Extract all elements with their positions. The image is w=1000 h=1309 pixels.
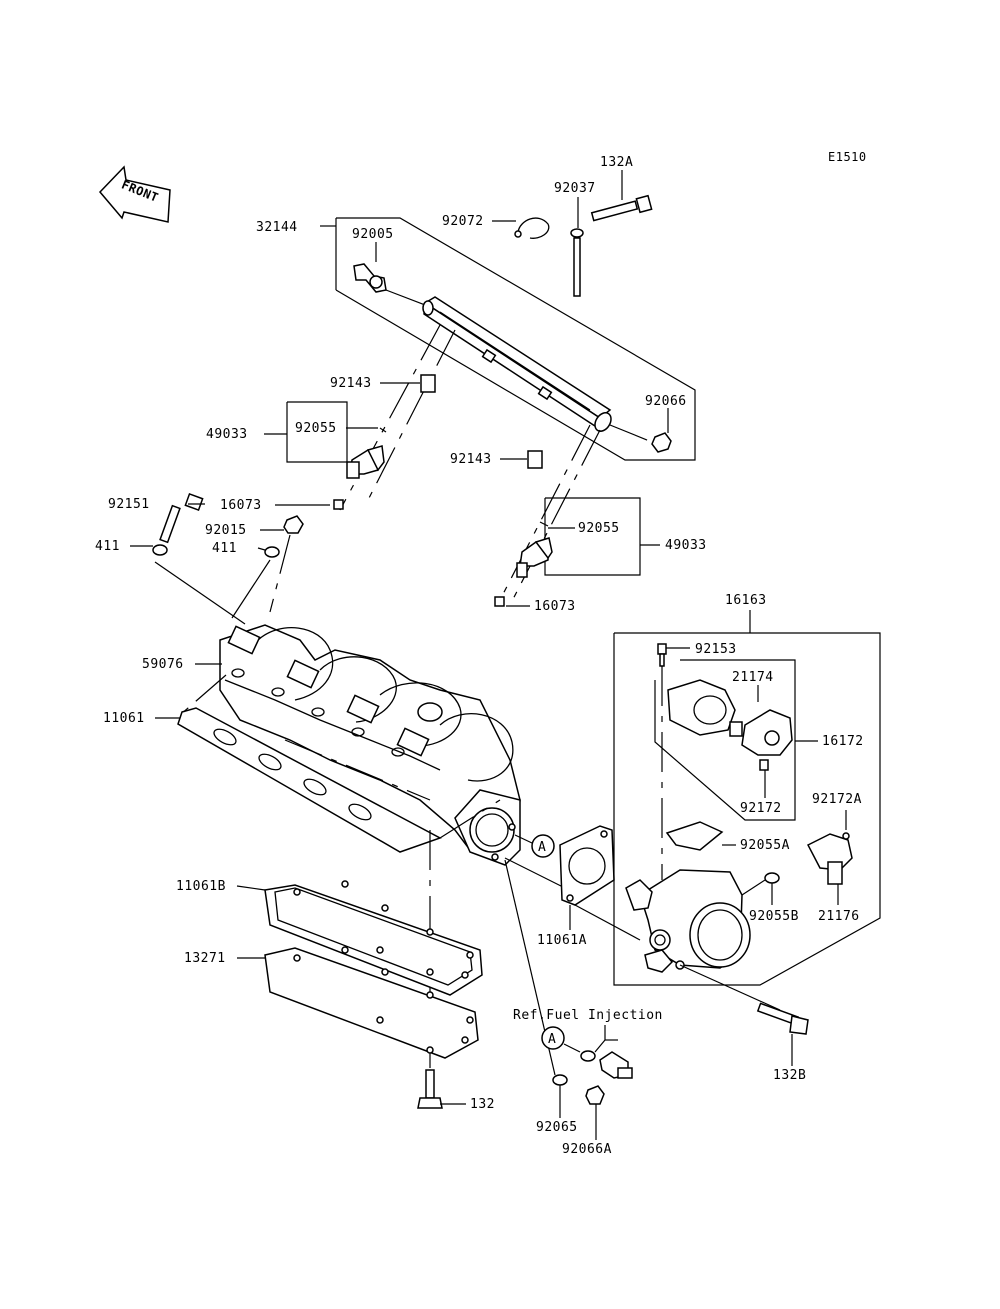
reference-note: Ref.Fuel Injection: [513, 1008, 663, 1023]
clamp-92072: [514, 217, 550, 239]
fuel-rail-group-bracket: [320, 217, 696, 461]
label-92055-right: 92055: [578, 521, 620, 536]
insulators-92143: [420, 374, 543, 469]
label-92151: 92151: [108, 497, 150, 512]
reference-fuel-injection-group: Ref.Fuel Injection A: [513, 1008, 663, 1105]
label-411-left: 411: [95, 539, 120, 554]
label-11061B: 11061B: [176, 879, 226, 894]
label-13271: 13271: [184, 951, 226, 966]
label-92072: 92072: [442, 214, 484, 229]
label-92172: 92172: [740, 801, 782, 816]
o-ring-92055B: [764, 872, 780, 884]
label-92065: 92065: [536, 1120, 578, 1135]
gasket-11061: [177, 674, 501, 853]
stud-92037: [570, 228, 584, 297]
gasket-11061A: [559, 825, 641, 941]
label-92015: 92015: [205, 523, 247, 538]
injector-49033-right: [494, 497, 660, 607]
label-92153: 92153: [695, 642, 737, 657]
drawing-code: E1510: [828, 150, 867, 164]
label-92066: 92066: [645, 394, 687, 409]
bolt-132: [417, 1069, 443, 1109]
label-21174: 21174: [732, 670, 774, 685]
bolt-92015: [283, 515, 304, 534]
cover-plate-13271: [264, 946, 479, 1059]
label-92172A: 92172A: [812, 792, 862, 807]
bolt-leader-lines: [154, 534, 291, 625]
label-32144: 32144: [256, 220, 298, 235]
injector-49033-left: [264, 401, 387, 510]
label-59076: 59076: [142, 657, 184, 672]
throttle-body-group-bracket: [613, 610, 881, 986]
label-411-right: 411: [212, 541, 237, 556]
leader-lines: [130, 170, 847, 1140]
label-92055-left: 92055: [295, 421, 337, 436]
label-16163: 16163: [725, 593, 767, 608]
marker-A-lower-text: A: [548, 1032, 556, 1047]
label-132B: 132B: [773, 1068, 806, 1083]
label-132A: 132A: [600, 155, 633, 170]
screw-92153: [657, 643, 667, 880]
bolt-92151: [159, 493, 204, 544]
bolt-132B: [756, 1002, 809, 1035]
intake-manifold-59076: [219, 624, 521, 866]
label-16073-right: 16073: [534, 599, 576, 614]
label-92005: 92005: [352, 227, 394, 242]
fuel-hose-fitting-92005: [353, 263, 426, 306]
label-92066A: 92066A: [562, 1142, 612, 1157]
sensor-group-bracket-16172: [654, 659, 818, 821]
fuel-rail: [422, 296, 612, 432]
cap-nut-92066: [609, 424, 672, 453]
label-132: 132: [470, 1097, 495, 1112]
label-11061: 11061: [103, 711, 145, 726]
plate-gasket-11061B: [264, 880, 483, 996]
label-49033-left: 49033: [206, 427, 248, 442]
label-16172: 16172: [822, 734, 864, 749]
label-21176: 21176: [818, 909, 860, 924]
label-92055B: 92055B: [749, 909, 799, 924]
marker-A-upper: A: [514, 834, 555, 858]
part-labels: 132A 92037 92072 32144 92005 92066 92143…: [95, 155, 864, 1157]
label-92143-lower: 92143: [450, 452, 492, 467]
washers-411: [152, 544, 280, 558]
idle-speed-control-21174: [667, 679, 793, 771]
label-92055A: 92055A: [740, 838, 790, 853]
bolt-132A: [590, 194, 653, 222]
front-direction-arrow: FRONT: [98, 165, 171, 223]
throttle-body-16163: [625, 869, 781, 1011]
throttle-position-sensor-21176: [806, 832, 853, 885]
label-49033-right: 49033: [665, 538, 707, 553]
label-92037: 92037: [554, 181, 596, 196]
label-92143-upper: 92143: [330, 376, 372, 391]
marker-A-upper-text: A: [538, 840, 546, 855]
label-16073-left: 16073: [220, 498, 262, 513]
label-11061A: 11061A: [537, 933, 587, 948]
gasket-92055A: [665, 821, 724, 851]
